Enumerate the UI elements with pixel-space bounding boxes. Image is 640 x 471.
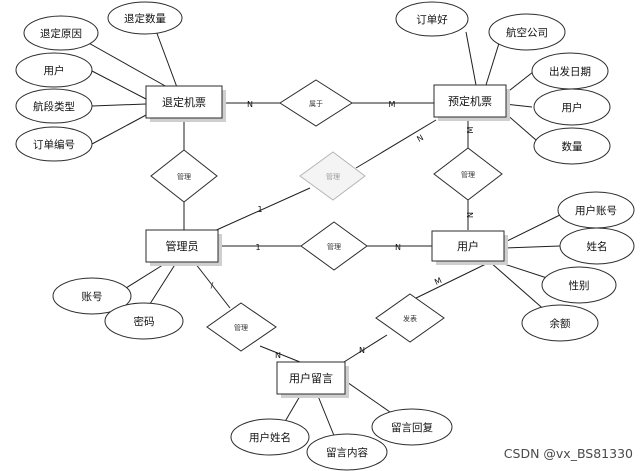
attribute-label: 航空公司 <box>506 26 548 39</box>
attribute-message-content: 留言内容 <box>306 433 388 471</box>
attribute-label: 航段类型 <box>33 100 75 113</box>
cardinality-admin-message: / <box>211 281 214 290</box>
entity-user: 用户 <box>431 230 508 265</box>
entity-booking-ticket: 预定机票 <box>433 84 510 121</box>
relationship-label: 属于 <box>309 100 323 108</box>
attribute-label: 用户姓名 <box>249 431 291 444</box>
attribute-label: 用户 <box>562 101 583 114</box>
relationship-manage-refund: 管理 <box>150 149 218 203</box>
attribute-label: 退定数量 <box>124 12 166 25</box>
relationship-manage-booking: 管理 <box>433 147 503 201</box>
relationship-label: 管理 <box>326 172 340 181</box>
connector-account-no <box>125 262 167 289</box>
attribute-label: 姓名 <box>587 240 608 253</box>
connector-user-publish <box>411 261 491 301</box>
connector-manage-message <box>259 345 301 363</box>
relationship-manage-booking-admin: 管理 <box>299 151 366 201</box>
connector-message-reply <box>343 379 391 413</box>
attribute-label: 账号 <box>82 291 103 303</box>
cardinality-booking-admin: N <box>415 133 425 144</box>
attribute-balance: 余额 <box>521 304 599 342</box>
cardinality-user-publish: M <box>433 276 443 287</box>
cardinality-refund-belongs: N <box>247 100 253 109</box>
connector-booking-order-no <box>465 31 477 86</box>
attribute-user-account: 用户账号 <box>557 191 635 229</box>
entity-label: 用户留言 <box>289 371 333 385</box>
attribute-label: 密码 <box>134 315 155 328</box>
relationship-label: 管理 <box>177 172 191 181</box>
connector-refund-user <box>91 70 147 100</box>
entity-label: 用户 <box>457 239 479 253</box>
connector-airline <box>485 39 501 86</box>
cardinality-booking-top: M <box>466 126 475 133</box>
attribute-commenter-name: 用户姓名 <box>230 418 310 456</box>
attribute-booking-order-no: 订单好 <box>395 1 469 37</box>
attribute-refund-order-no: 订单编号 <box>15 126 93 162</box>
relationship-belongs-to: 属于 <box>279 79 353 127</box>
connector-segment-type <box>91 103 147 107</box>
attribute-booking-user: 用户 <box>533 88 611 126</box>
relationship-publish: 发表 <box>375 293 445 343</box>
relationship-manage-message: 管理 <box>206 302 277 352</box>
connector-admin-manage-booking <box>211 187 311 233</box>
attribute-full-name: 姓名 <box>559 227 635 265</box>
attribute-label: 出发日期 <box>549 65 591 78</box>
cardinality-message-admin: N <box>275 351 281 360</box>
entity-label: 退定机票 <box>162 95 206 109</box>
cardinality-belongs-booking: M <box>389 100 396 109</box>
attribute-label: 余额 <box>550 317 571 330</box>
relationship-manage-user: 管理 <box>300 221 368 271</box>
entity-label: 管理员 <box>166 239 199 253</box>
attribute-label: 用户账号 <box>575 204 617 217</box>
attribute-label: 订单编号 <box>33 138 75 151</box>
connector-full-name <box>504 245 561 249</box>
relationship-label: 管理 <box>327 242 341 251</box>
connector-user-account <box>504 211 567 243</box>
attribute-label: 留言回复 <box>391 421 433 434</box>
entity-administrator: 管理员 <box>145 229 222 266</box>
cardinality-admin-user: 1 <box>255 243 260 252</box>
connector-booking-quantity <box>504 112 537 141</box>
cardinality-user-admin: N <box>395 243 401 252</box>
cardinality-labels: N M M N 1 N 1 N / N M N <box>211 100 475 360</box>
connector-balance <box>489 261 549 314</box>
connector-publish-message <box>343 334 388 363</box>
attribute-account-no: 账号 <box>52 277 132 315</box>
attribute-refund-reason: 退定原因 <box>23 15 99 51</box>
connector-admin-manage-message <box>194 262 231 309</box>
connectors <box>68 19 567 444</box>
connector-manage-booking-ticket <box>355 119 437 169</box>
attribute-refund-user: 用户 <box>15 52 93 88</box>
relationship-label: 发表 <box>403 314 417 323</box>
watermark-text: CSDN @vx_BS81330 <box>504 446 633 461</box>
attribute-segment-type: 航段类型 <box>15 88 93 124</box>
attribute-label: 用户 <box>44 64 65 77</box>
attribute-departure-date: 出发日期 <box>531 52 609 90</box>
relationship-label: 管理 <box>234 323 248 332</box>
attribute-password: 密码 <box>104 302 184 340</box>
attribute-label: 退定原因 <box>40 27 82 40</box>
attribute-gender: 性别 <box>541 266 617 304</box>
connector-refund-order-no <box>91 113 149 145</box>
attribute-label: 留言内容 <box>326 446 368 459</box>
attribute-label: 数量 <box>562 140 583 153</box>
relationship-label: 管理 <box>461 170 475 179</box>
cardinality-user-top: N <box>466 212 475 218</box>
connector-password <box>147 262 177 308</box>
cardinality-admin-booking: 1 <box>257 205 262 214</box>
attribute-booking-quantity: 数量 <box>533 127 611 165</box>
entity-refund-ticket: 退定机票 <box>145 85 226 122</box>
attribute-message-reply: 留言回复 <box>371 408 453 446</box>
cardinality-message-publish: N <box>359 346 365 355</box>
attribute-label: 性别 <box>569 279 590 292</box>
attribute-label: 订单好 <box>416 14 448 26</box>
attribute-refund-quantity: 退定数量 <box>107 1 183 35</box>
entity-label: 预定机票 <box>448 94 492 108</box>
attribute-airline: 航空公司 <box>488 13 566 51</box>
entity-user-message: 用户留言 <box>276 361 349 398</box>
